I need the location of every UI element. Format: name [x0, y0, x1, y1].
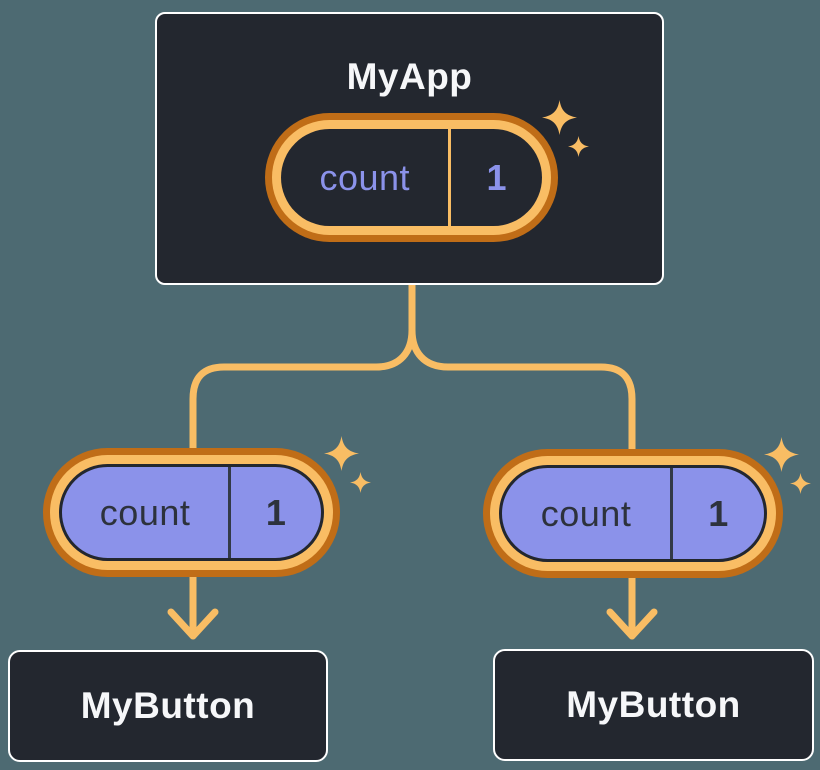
pill-divider — [228, 467, 232, 558]
prop-name-label: count — [540, 492, 632, 534]
sparkle-icon — [790, 473, 811, 494]
prop-name-label: count — [99, 491, 191, 533]
fork-line-left — [189, 279, 416, 466]
state-name-label: count — [319, 156, 411, 198]
sparkle-icon — [350, 472, 371, 493]
root-state-pill: count 1 — [265, 113, 558, 242]
child-node-right: MyButton — [493, 649, 814, 761]
sparkle-icon — [542, 100, 577, 135]
child-node-label: MyButton — [566, 684, 741, 725]
pill-divider — [448, 129, 452, 226]
fork-line-right — [408, 326, 636, 466]
sparkles — [764, 437, 811, 494]
state-value-label: 1 — [486, 156, 507, 198]
left-prop-pill: count 1 — [43, 448, 340, 577]
arrow-head-right — [606, 608, 658, 640]
sparkles — [542, 100, 589, 157]
sparkle-icon — [764, 437, 799, 472]
sparkle-icon — [324, 436, 359, 471]
pill-ring: count 1 — [490, 456, 776, 571]
arrow-head-left — [167, 608, 219, 640]
sparkle-icon — [568, 136, 589, 157]
prop-value-label: 1 — [265, 491, 287, 533]
pill-ring: count 1 — [272, 120, 551, 235]
sparkles — [324, 436, 371, 493]
child-node-label: MyButton — [80, 685, 256, 726]
child-node-left: MyButton — [8, 650, 328, 762]
prop-value-label: 1 — [708, 492, 729, 534]
root-node-label: MyApp — [346, 56, 473, 97]
right-prop-pill: count 1 — [483, 449, 783, 578]
pill-ring: count 1 — [50, 455, 333, 570]
pill-divider — [670, 468, 674, 559]
